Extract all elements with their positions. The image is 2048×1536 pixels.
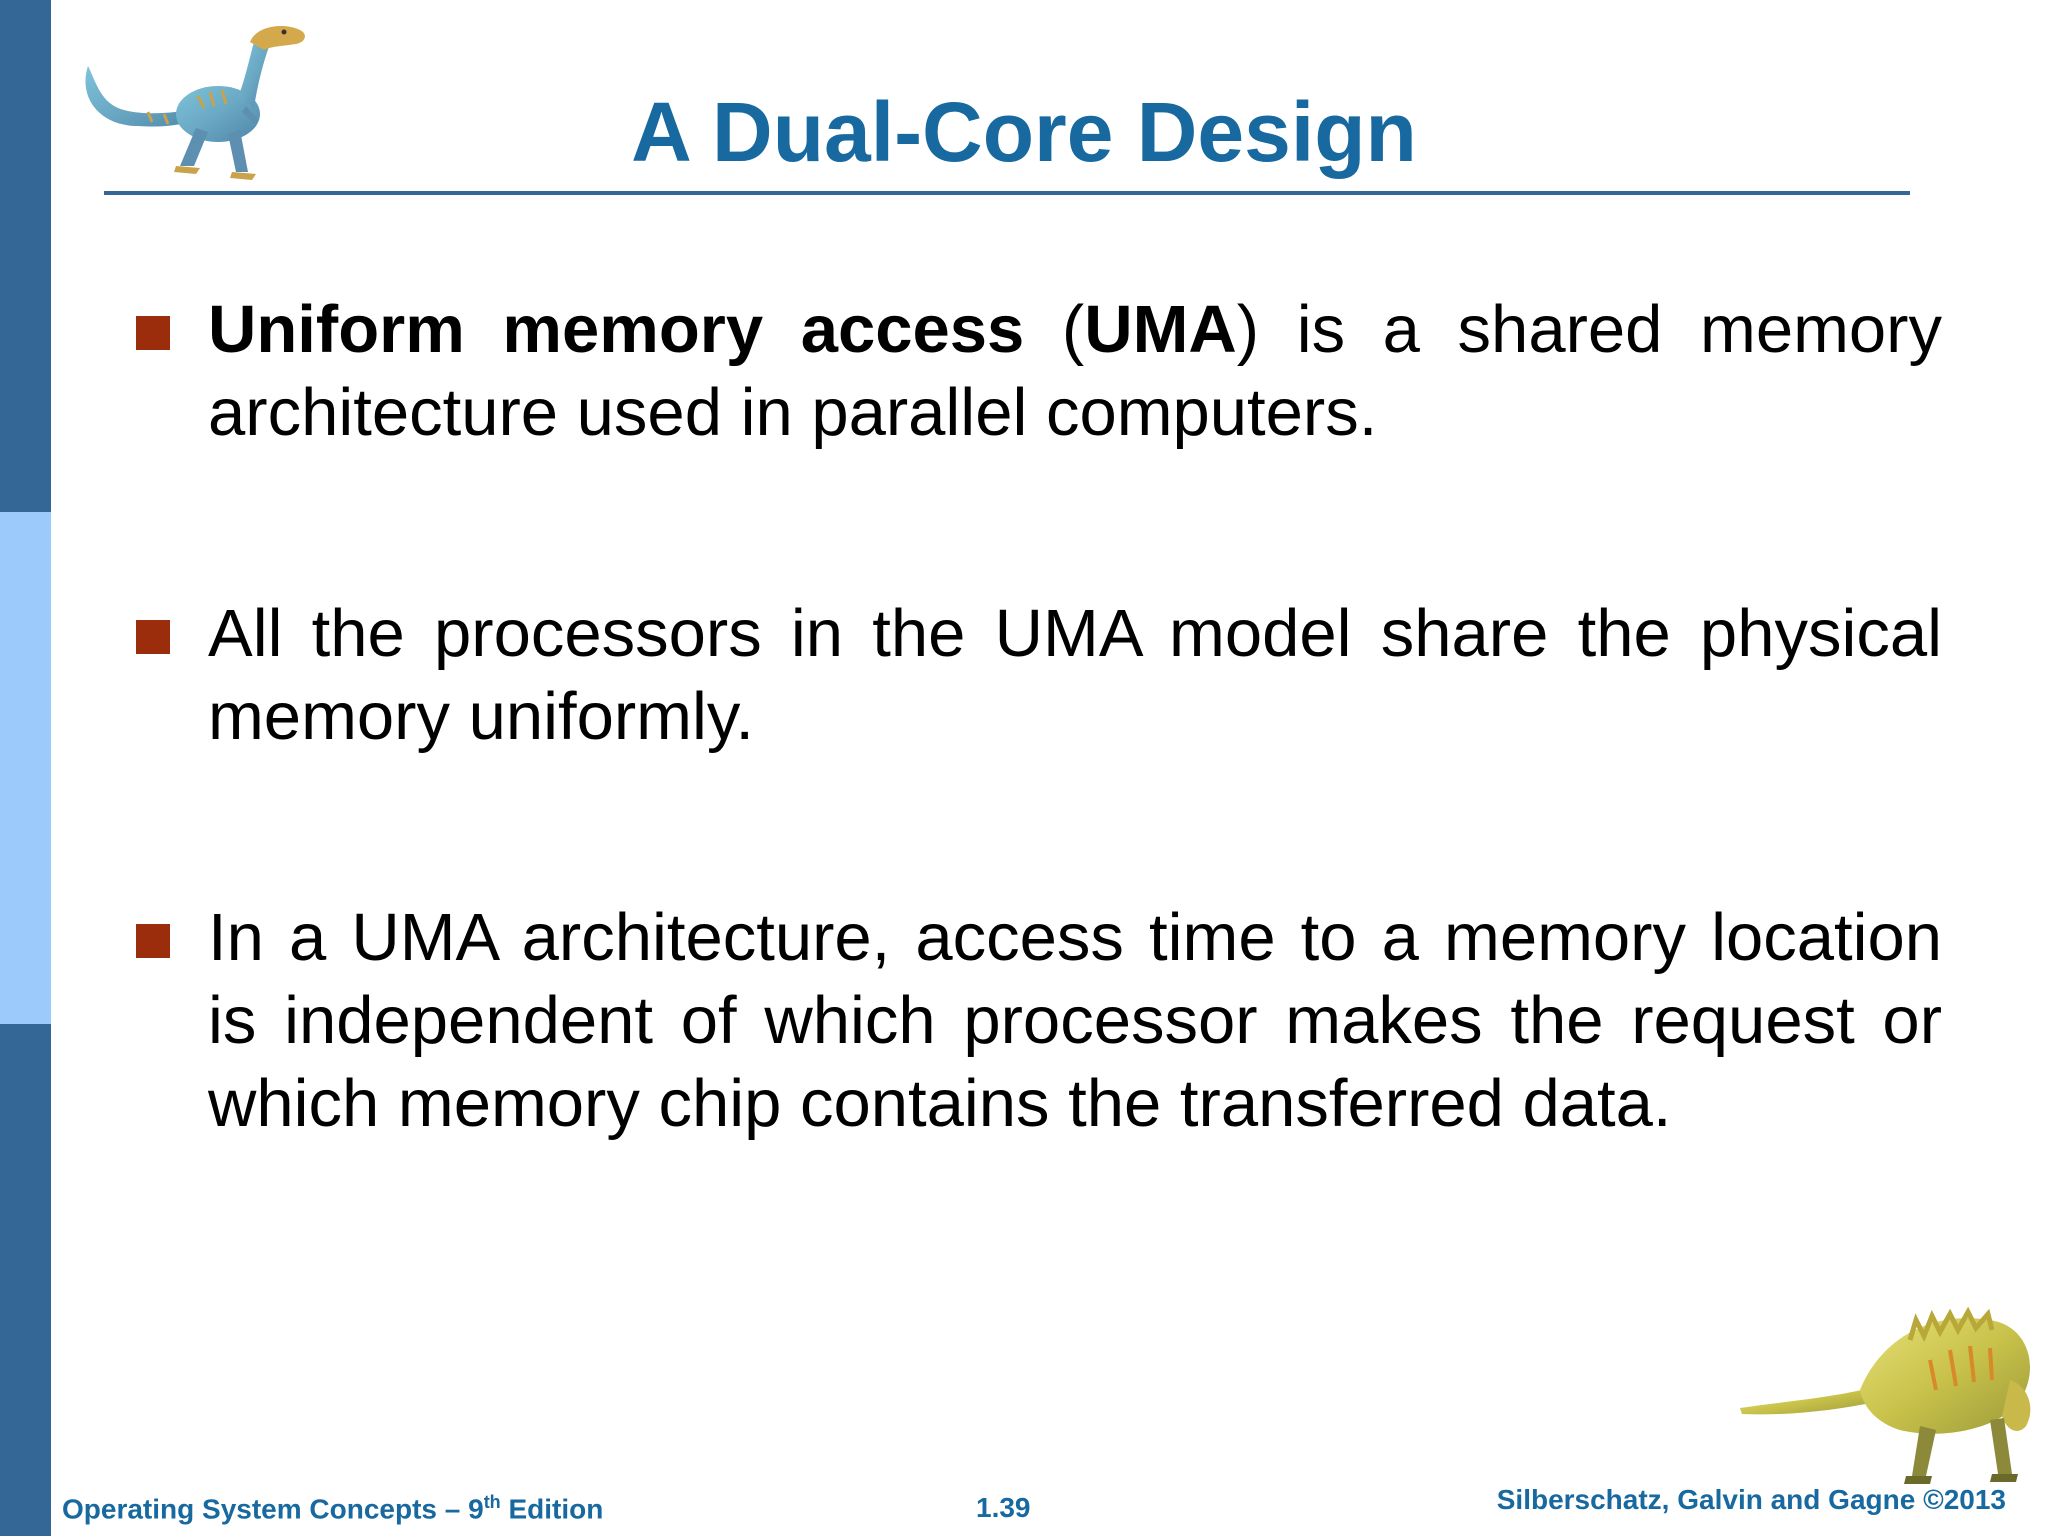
page-number: 1.39 [976, 1492, 1031, 1523]
bullet-3-text: In a UMA architecture, access time to a … [208, 900, 1942, 1141]
sidebar-band-bottom [0, 1024, 51, 1536]
bullet-square-icon [136, 924, 170, 958]
bullet-square-icon [136, 316, 170, 350]
sidebar-band-middle [0, 512, 51, 1024]
bullet-2-text: All the processors in the UMA model shar… [208, 596, 1942, 754]
bullet-square-icon [136, 620, 170, 654]
footer-book-prefix: Operating System Concepts – 9 [62, 1493, 484, 1525]
footer-copyright: Silberschatz, Galvin and Gagne ©2013 [1496, 1484, 2006, 1515]
term-uniform-memory-access: Uniform memory access [208, 292, 1025, 367]
dinosaur-icon [85, 26, 305, 180]
dinosaur-icon [1740, 1306, 2031, 1484]
bullet-item-3: In a UMA architecture, access time to a … [134, 896, 1942, 1145]
bullet-item-1: Uniform memory access (UMA) is a shared … [134, 288, 1942, 454]
bullet-1-text-part: ) is a shared memory architecture used i… [208, 292, 1942, 450]
bullet-1-text: Uniform memory access (UMA) is a shared … [208, 292, 1942, 450]
footer-book-sup: th [483, 1492, 501, 1512]
bullet-1-text-part: ( [1024, 292, 1085, 367]
sidebar-band-top [0, 0, 51, 512]
footer-book-suffix: Edition [500, 1493, 604, 1525]
title-divider [104, 191, 1910, 195]
term-uma: UMA [1084, 292, 1237, 367]
slide-title: A Dual-Core Design [631, 85, 1417, 179]
bullet-list: Uniform memory access (UMA) is a shared … [134, 288, 1942, 1145]
footer-book-title: Operating System Concepts – 9th Edition [62, 1492, 603, 1525]
bullet-item-2: All the processors in the UMA model shar… [134, 592, 1942, 758]
